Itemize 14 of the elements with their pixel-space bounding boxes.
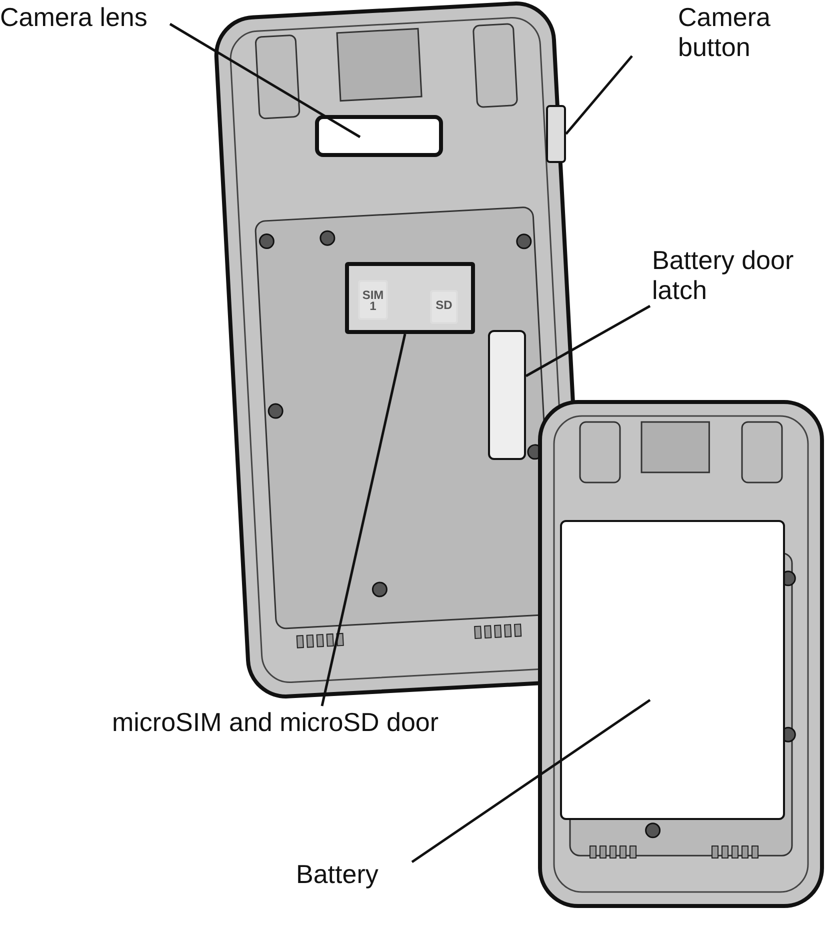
- leader-line: [525, 304, 651, 378]
- callout-label: Camera button: [678, 2, 828, 62]
- battery-door-latch: [488, 330, 526, 460]
- leader-line: [169, 22, 361, 138]
- battery: [560, 520, 785, 820]
- callout-label: Camera lens: [0, 2, 200, 32]
- camera-lens: [315, 115, 443, 157]
- card-marking: SD: [430, 290, 458, 324]
- card-marking: SIM 1: [358, 280, 388, 320]
- camera-button: [546, 105, 566, 163]
- callout-label: Battery door latch: [652, 245, 812, 305]
- callout-label: Battery: [296, 859, 396, 889]
- callout-label: microSIM and microSD door: [112, 707, 492, 737]
- leader-line: [565, 55, 633, 135]
